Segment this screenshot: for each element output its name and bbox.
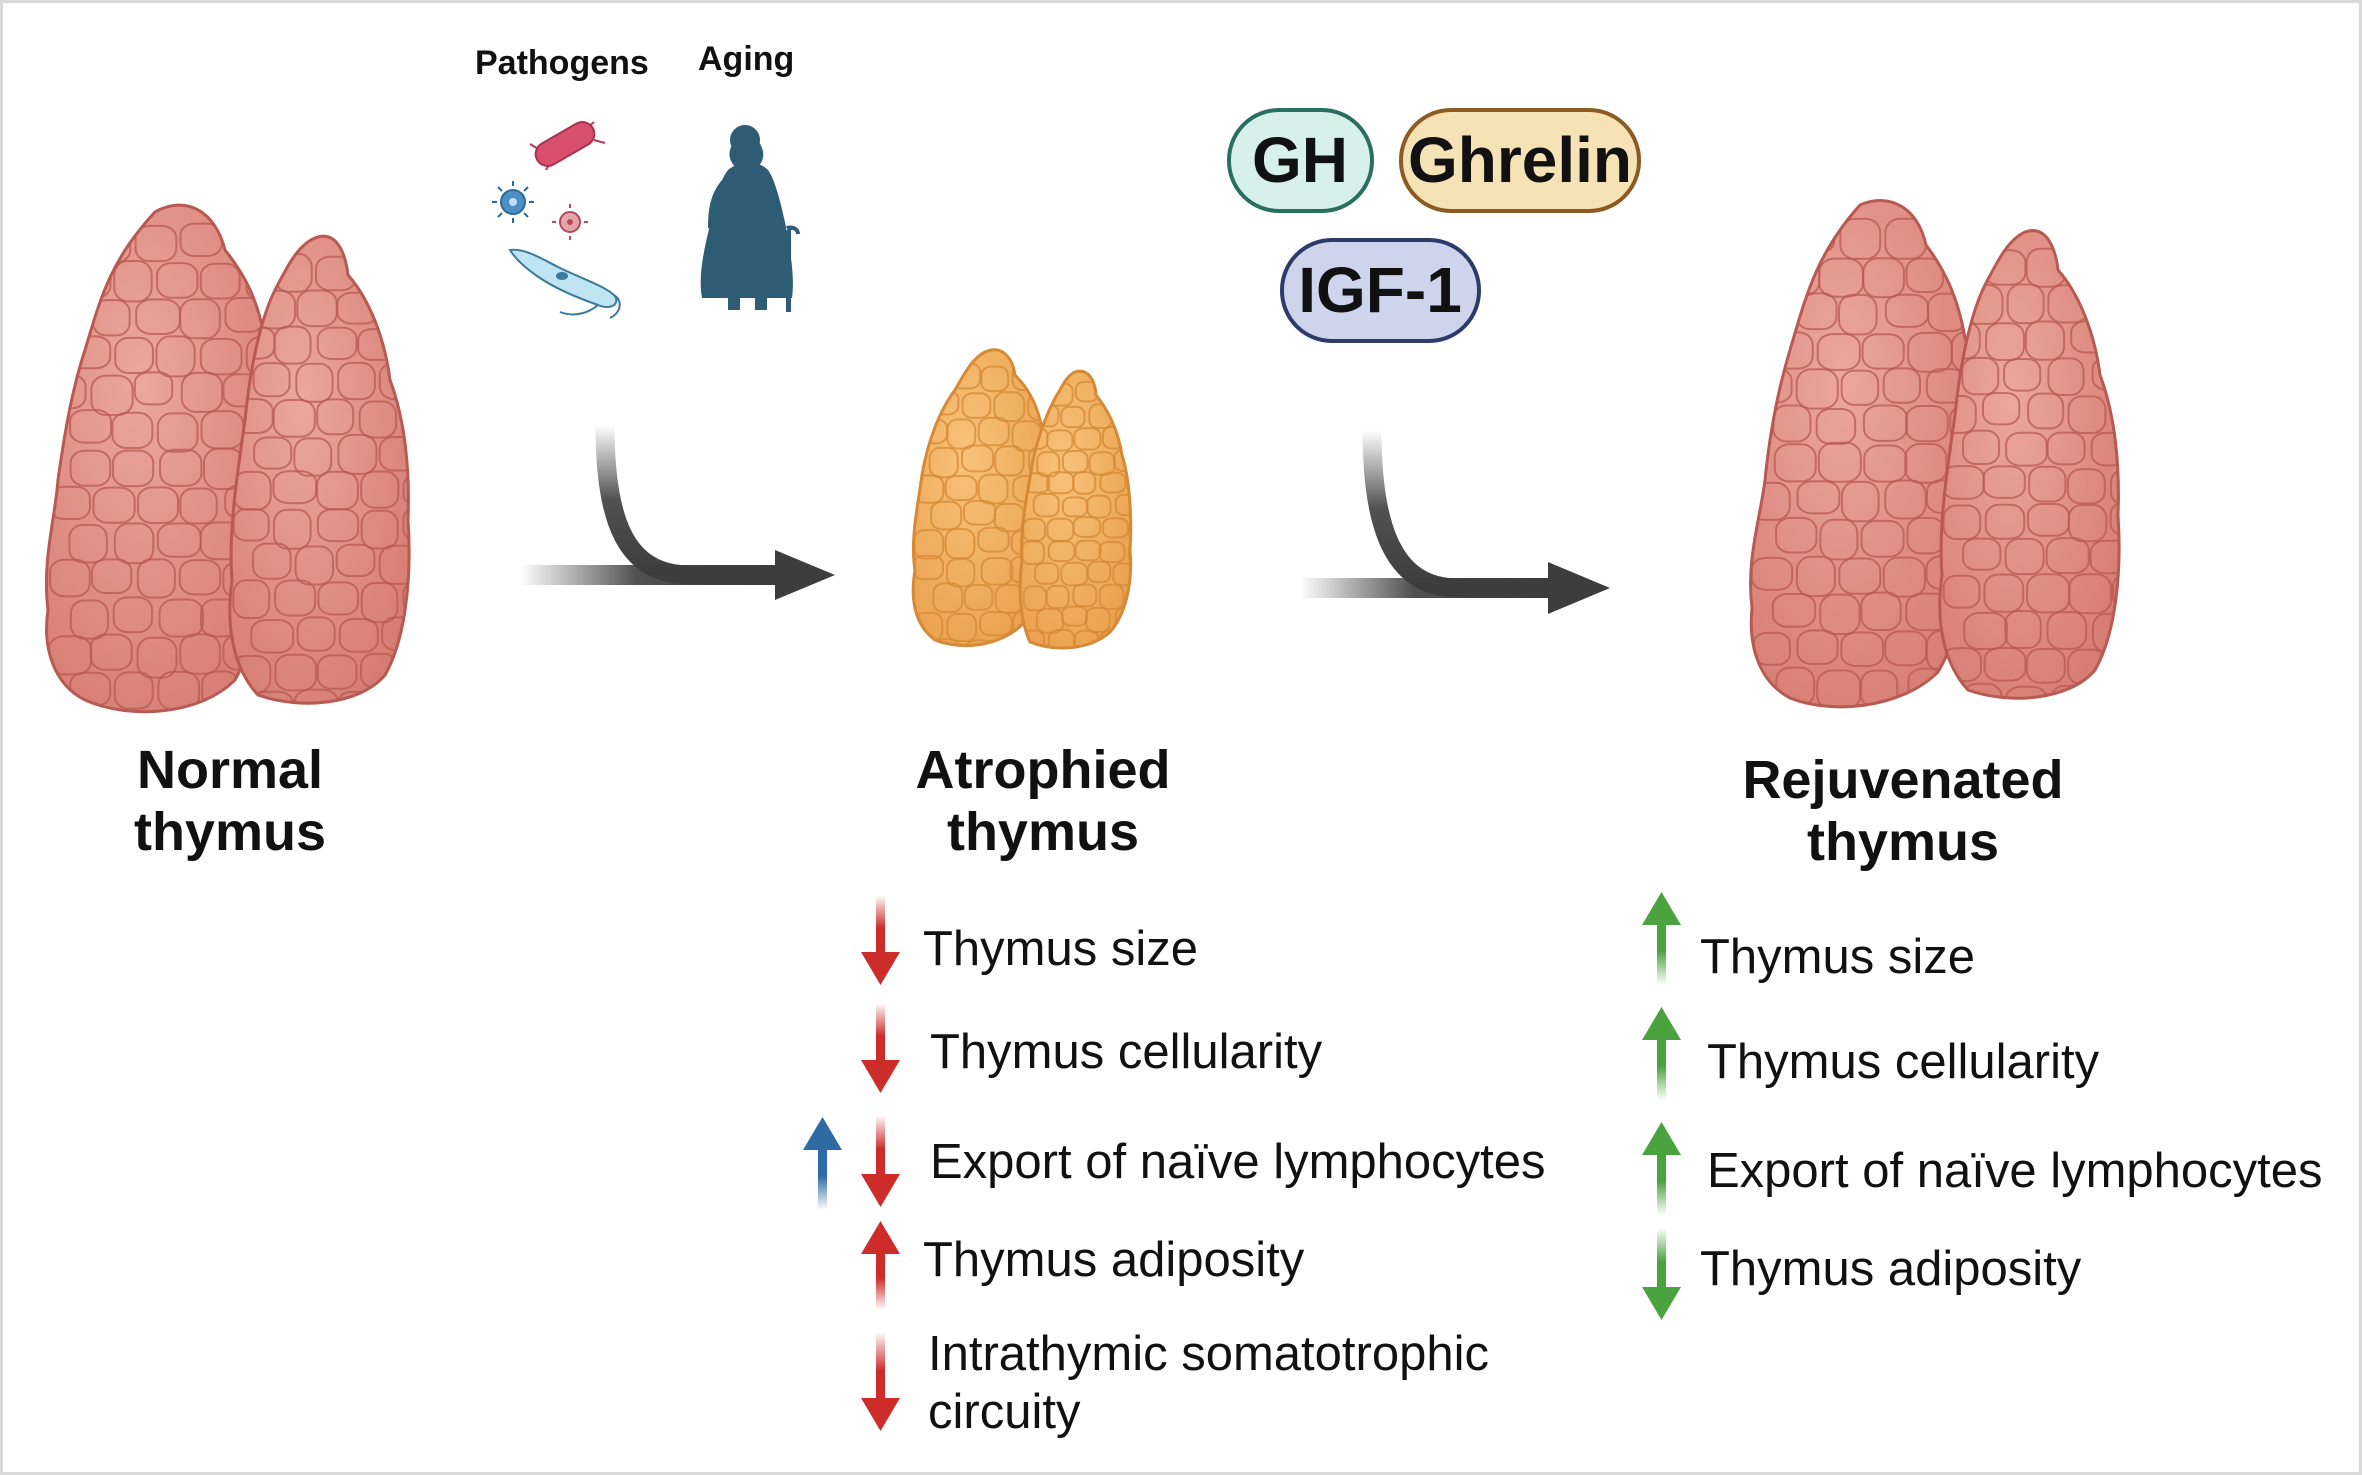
igf1-badge: IGF-1 bbox=[1280, 238, 1481, 343]
igf1-label: IGF-1 bbox=[1298, 254, 1462, 326]
effect-label: Intrathymic somatotrophic bbox=[928, 1327, 1489, 1381]
effect-label-continued: circuity bbox=[928, 1385, 1081, 1439]
effect-label: Thymus cellularity bbox=[930, 1025, 1323, 1079]
atrophied-thymus-title-line1: Atrophied bbox=[916, 740, 1171, 800]
virus-icon bbox=[552, 204, 588, 240]
normal-thymus-title-line1: Normal bbox=[137, 740, 323, 800]
atrophied-effect-adiposity: Thymus adiposity bbox=[861, 1221, 1305, 1310]
rejuvenated-effect-adiposity: Thymus adiposity bbox=[1642, 1228, 2082, 1320]
ghrelin-label: Ghrelin bbox=[1408, 124, 1632, 196]
process-arrow-rejuvenation bbox=[1300, 429, 1610, 614]
effect-label: Export of naïve lymphocytes bbox=[930, 1135, 1546, 1189]
rejuvenated-thymus-title-line2: thymus bbox=[1807, 812, 1999, 872]
bacterium-icon bbox=[529, 121, 606, 171]
increase-arrow-icon bbox=[1642, 1007, 1681, 1040]
ghrelin-badge: Ghrelin bbox=[1399, 108, 1641, 213]
decrease-arrow-icon bbox=[1657, 1228, 1666, 1290]
atrophied-thymus-title-line2: thymus bbox=[947, 802, 1139, 862]
increase-arrow-icon bbox=[1642, 892, 1681, 925]
increase-arrow-icon bbox=[1642, 1122, 1681, 1155]
atrophied-effect-cellularity: Thymus cellularity bbox=[861, 1003, 1323, 1093]
atrophied-effects-list: Thymus size Thymus cellularity Export of… bbox=[803, 895, 1546, 1439]
elderly-person-icon bbox=[700, 125, 800, 312]
protozoan-icon bbox=[508, 248, 621, 319]
normal-thymus-title-line2: thymus bbox=[134, 802, 326, 862]
gh-badge: GH bbox=[1227, 108, 1374, 213]
atrophied-effect-somatotrophic: Intrathymic somatotrophic circuity bbox=[861, 1327, 1489, 1439]
effect-label: Thymus adiposity bbox=[923, 1233, 1305, 1287]
atrophied-effect-export: Export of naïve lymphocytes bbox=[803, 1115, 1546, 1210]
rejuvenated-thymus-icon bbox=[1749, 199, 2121, 709]
decrease-arrow-icon bbox=[876, 1332, 885, 1402]
effect-label: Thymus size bbox=[923, 922, 1198, 976]
increase-arrow-icon bbox=[803, 1117, 842, 1150]
rejuvenated-effect-cellularity: Thymus cellularity bbox=[1642, 1007, 2100, 1100]
effect-label: Thymus size bbox=[1700, 930, 1975, 984]
decrease-arrow-icon bbox=[876, 1003, 885, 1063]
rejuvenated-effects-list: Thymus size Thymus cellularity Export of… bbox=[1642, 892, 2323, 1320]
rejuvenated-effect-size: Thymus size bbox=[1642, 892, 1975, 985]
aging-label: Aging bbox=[698, 40, 794, 78]
decrease-arrow-icon bbox=[876, 1115, 885, 1177]
effect-label: Thymus adiposity bbox=[1700, 1242, 2082, 1296]
gh-label: GH bbox=[1252, 124, 1348, 196]
normal-thymus-icon bbox=[44, 203, 411, 714]
atrophied-thymus-icon bbox=[911, 348, 1133, 650]
virus-icon bbox=[492, 181, 534, 223]
atrophied-effect-size: Thymus size bbox=[861, 895, 1198, 985]
rejuvenated-effect-export: Export of naïve lymphocytes bbox=[1642, 1122, 2323, 1215]
effect-label: Export of naïve lymphocytes bbox=[1707, 1144, 2323, 1198]
process-arrow-aging bbox=[520, 424, 835, 600]
decrease-arrow-icon bbox=[876, 895, 885, 955]
effect-label: Thymus cellularity bbox=[1707, 1035, 2100, 1089]
increase-arrow-icon bbox=[861, 1221, 900, 1254]
rejuvenated-thymus-title-line1: Rejuvenated bbox=[1742, 750, 2063, 810]
pathogens-label: Pathogens bbox=[475, 44, 649, 82]
